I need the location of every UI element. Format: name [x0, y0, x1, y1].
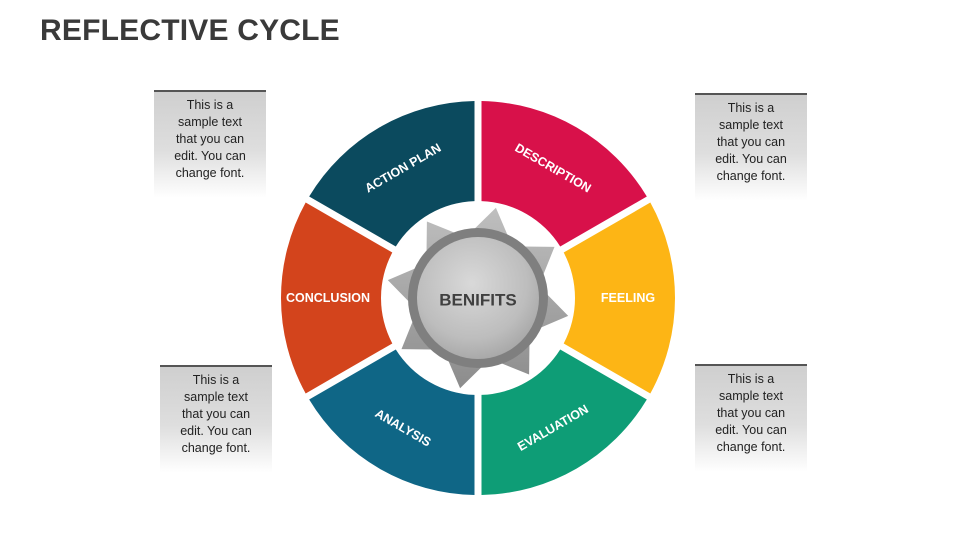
note-top-left[interactable]: This is a sample text that you can edit.… — [154, 90, 266, 198]
segment-conclusion — [281, 202, 393, 394]
center-hub: BENIFITS — [387, 207, 569, 389]
segment-action-plan — [309, 101, 475, 247]
note-top-right[interactable]: This is a sample text that you can edit.… — [695, 93, 807, 201]
segment-analysis — [309, 349, 475, 495]
note-bottom-left[interactable]: This is a sample text that you can edit.… — [160, 365, 272, 473]
segment-evaluation — [481, 349, 647, 495]
segment-label-conclusion: CONCLUSION — [286, 291, 370, 305]
cycle-segments — [281, 101, 675, 495]
hub-inner-circle — [417, 237, 539, 359]
slide-title: REFLECTIVE CYCLE — [40, 14, 340, 47]
note-bottom-left-text: This is a sample text that you can edit.… — [180, 373, 252, 455]
note-bottom-right-text: This is a sample text that you can edit.… — [715, 372, 787, 454]
note-top-left-text: This is a sample text that you can edit.… — [174, 98, 246, 180]
note-top-right-text: This is a sample text that you can edit.… — [715, 101, 787, 183]
segment-label-feeling: FEELING — [601, 291, 655, 305]
segment-feeling — [563, 202, 675, 394]
center-label: BENIFITS — [439, 291, 516, 310]
segment-description — [481, 101, 647, 247]
note-bottom-right[interactable]: This is a sample text that you can edit.… — [695, 364, 807, 472]
